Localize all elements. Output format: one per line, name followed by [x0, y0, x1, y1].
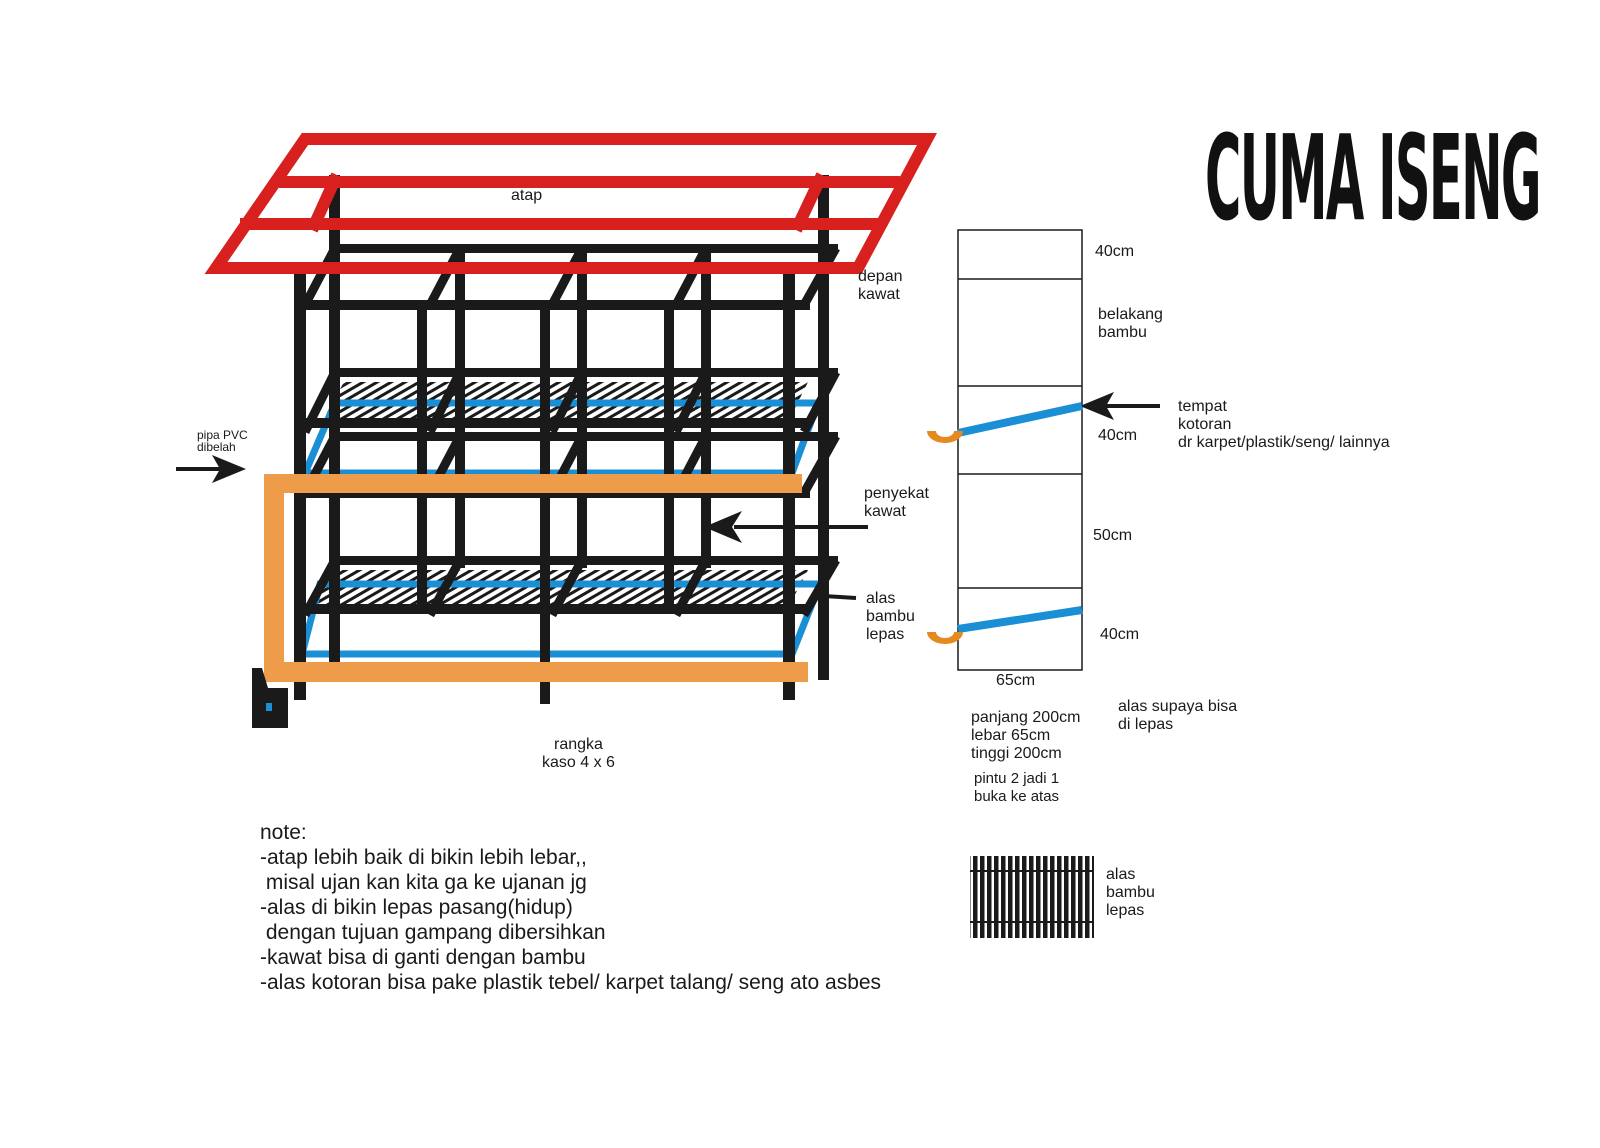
dim-40cm-top: 40cm [1095, 243, 1135, 260]
dim-40cm-middle: 40cm [1098, 427, 1138, 444]
arrow-tempat-kotoran [1080, 392, 1160, 420]
label-belakang-bambu: belakang bambu [1098, 306, 1163, 341]
pvc-pipe-bottom [264, 662, 808, 682]
pvc-pipe-drop [264, 474, 284, 678]
notes-block: note: -atap lebih baik di bikin lebih le… [260, 821, 882, 994]
label-atap: atap [511, 187, 543, 204]
arrow-pipa-pvc [176, 455, 246, 483]
bamboo-mat [970, 856, 1094, 938]
label-depan-kawat: depan kawat [858, 268, 903, 303]
dim-50cm: 50cm [1093, 527, 1133, 544]
arrow-penyekat [704, 511, 868, 543]
label-alas-bambu-lepas: alas bambu lepas [866, 590, 915, 643]
side-dirt-trays [957, 402, 1083, 633]
drain-bucket [252, 668, 288, 728]
label-alas-bambu-lepas-mat: alas bambu lepas [1106, 866, 1155, 919]
arrow-alas-bambu [823, 594, 857, 600]
label-alas-supaya: alas supaya bisa di lepas [1118, 698, 1238, 733]
side-gutters [927, 431, 963, 644]
dim-65cm: 65cm [996, 672, 1036, 689]
label-tempat-kotoran: tempat kotoran dr karpet/plastik/seng/ l… [1178, 398, 1390, 451]
dim-40cm-bottom: 40cm [1100, 626, 1140, 643]
label-rangka: rangka kaso 4 x 6 [542, 736, 615, 771]
label-pintu: pintu 2 jadi 1 buka ke atas [974, 770, 1060, 805]
side-elevation [957, 229, 1083, 671]
label-penyekat-kawat: penyekat kawat [864, 485, 929, 520]
label-dimensions: panjang 200cm lebar 65cm tinggi 200cm [971, 709, 1081, 762]
pvc-pipe-top [264, 474, 802, 493]
label-pipa-pvc: pipa PVC dibelah [197, 428, 248, 454]
callout-arrows [176, 392, 1160, 600]
coop-frame [204, 133, 938, 728]
